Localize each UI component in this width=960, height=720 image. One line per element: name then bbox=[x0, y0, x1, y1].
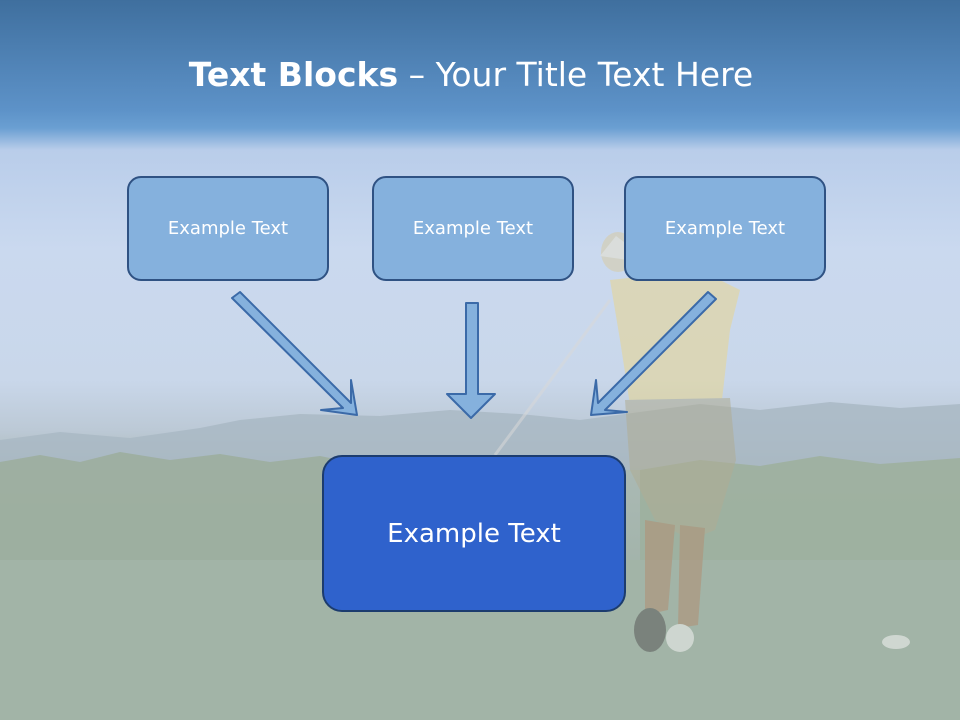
text-block-3-label: Example Text bbox=[664, 218, 786, 239]
arrow-center bbox=[446, 302, 496, 419]
arrow-left bbox=[231, 291, 358, 416]
text-block-2-label: Example Text bbox=[412, 218, 534, 239]
text-block-2[interactable]: Example Text bbox=[372, 176, 574, 281]
slide-title: Text Blocks – Your Title Text Here bbox=[0, 50, 942, 100]
text-block-3[interactable]: Example Text bbox=[624, 176, 826, 281]
text-block-1[interactable]: Example Text bbox=[127, 176, 329, 281]
arrow-right bbox=[590, 291, 717, 416]
title-rest: Your Title Text Here bbox=[435, 55, 754, 94]
text-block-1-label: Example Text bbox=[167, 218, 289, 239]
title-separator: – bbox=[398, 55, 436, 94]
text-block-main[interactable]: Example Text bbox=[322, 455, 626, 612]
text-block-main-label: Example Text bbox=[387, 518, 561, 549]
title-bold: Text Blocks bbox=[188, 55, 399, 94]
